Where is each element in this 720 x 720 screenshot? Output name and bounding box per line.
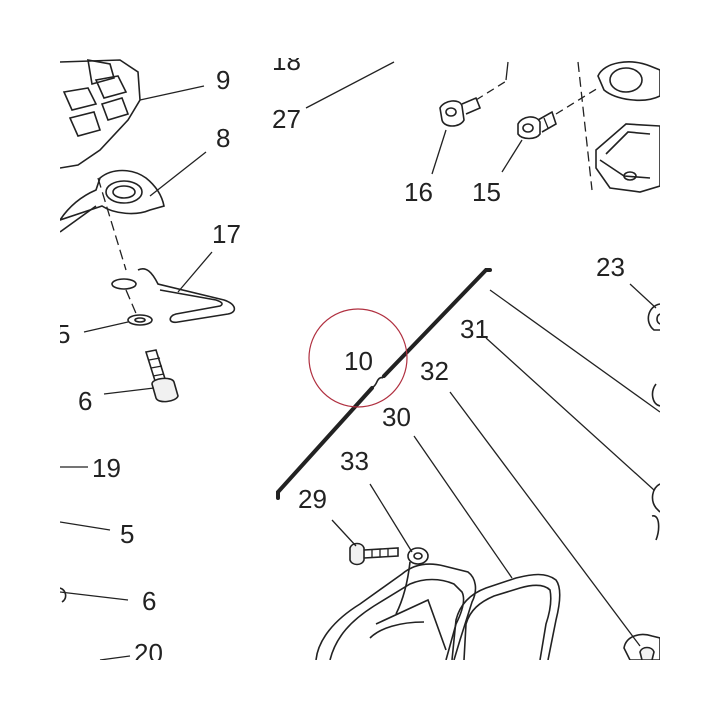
callout-10: 10 [344,346,373,376]
callout-29: 29 [298,484,327,514]
callout-5-lower: 5 [120,519,134,549]
part-30-gasket [451,573,561,660]
callout-16: 16 [404,177,433,207]
callout-17: 17 [212,219,241,249]
part-6-screw-upper [144,349,179,403]
part-29-screw [349,542,399,566]
leader-lines [60,61,657,660]
part-33-housing [315,547,477,660]
assembly-axis-lines [97,61,593,319]
part-16-bolt [439,96,482,127]
callout-23: 23 [596,252,625,282]
lower-left-fragments [60,587,67,603]
callout-6-lower: 6 [142,586,156,616]
callout-18: 18 [272,46,301,76]
part-10-cover-panel [276,268,660,541]
callout-20: 20 [134,638,163,668]
part-23-grommet [647,303,660,331]
callout-5-upper: 5 [56,319,70,349]
part-8-flange [60,169,165,233]
highlight-circle-10 [308,308,408,408]
callout-27: 27 [272,104,301,134]
callout-15: 15 [472,177,501,207]
callout-19: 19 [92,453,121,483]
callout-32: 32 [420,356,449,386]
part-17-spring-clip [111,268,236,324]
callout-30: 30 [382,402,411,432]
callout-9: 9 [216,65,230,95]
callout-6-upper: 6 [78,386,92,416]
part-32-fitting [623,633,660,660]
part-15-bolt [517,110,557,140]
callout-33: 33 [340,446,369,476]
bolt-axis-lines [475,79,599,115]
callout-8: 8 [216,123,230,153]
part-5-washer-upper [127,314,153,326]
upper-right-housing [595,61,660,193]
callout-31: 31 [460,314,489,344]
part-9-grille [60,59,141,169]
